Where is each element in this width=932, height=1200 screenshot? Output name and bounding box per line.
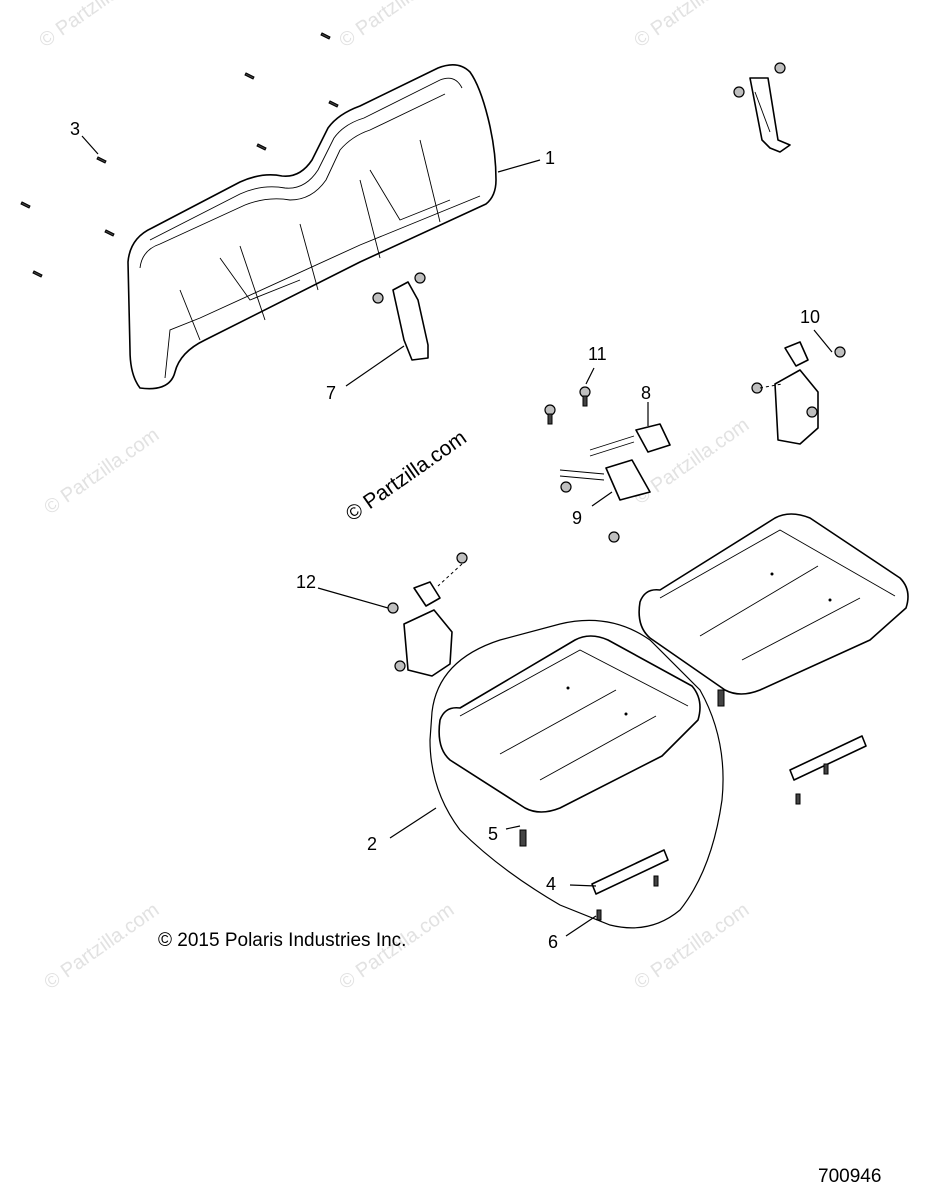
retractor-right bbox=[751, 341, 846, 445]
callout-4: 4 bbox=[546, 874, 556, 894]
watermark: © Partzilla.com bbox=[630, 0, 753, 52]
seat-back-part bbox=[127, 64, 497, 390]
callout-9: 9 bbox=[572, 508, 582, 528]
callout-2: 2 bbox=[367, 834, 377, 854]
nut-icon bbox=[806, 406, 818, 418]
callout-5: 5 bbox=[488, 824, 498, 844]
screw-icon bbox=[795, 793, 801, 805]
watermark: © Partzilla.com bbox=[40, 899, 163, 994]
nut-icon bbox=[733, 86, 745, 98]
bolt-icon bbox=[372, 292, 384, 304]
nut-icon bbox=[560, 481, 572, 493]
screws-group bbox=[20, 32, 339, 278]
nut-icon bbox=[414, 272, 426, 284]
watermark: © Partzilla.com bbox=[35, 0, 158, 52]
copyright-text: © 2015 Polaris Industries Inc. bbox=[158, 930, 406, 951]
callout-8: 8 bbox=[641, 383, 651, 403]
screw-icon bbox=[823, 763, 829, 775]
watermark: © Partzilla.com bbox=[630, 899, 753, 994]
callout-6: 6 bbox=[548, 932, 558, 952]
seat-bottoms bbox=[429, 513, 909, 929]
center-watermark: © Partzilla.com bbox=[342, 426, 471, 526]
callout-11: 11 bbox=[588, 344, 607, 364]
nut-icon bbox=[387, 602, 399, 614]
callouts: 1 2 3 4 5 6 7 8 9 10 11 12 bbox=[70, 119, 820, 952]
drawing-number: 700946 bbox=[818, 1166, 881, 1187]
callout-1: 1 bbox=[545, 148, 555, 168]
seat-belt-anchor bbox=[372, 272, 429, 361]
callout-7: 7 bbox=[326, 383, 336, 403]
retractor-left bbox=[387, 552, 468, 677]
bolt-icon bbox=[456, 552, 468, 564]
buckle-assembly bbox=[544, 386, 671, 543]
seat-belt-upper bbox=[733, 62, 791, 153]
callout-12: 12 bbox=[296, 572, 316, 592]
pin-icon bbox=[717, 689, 725, 707]
nut-icon bbox=[834, 346, 846, 358]
screw-icon bbox=[653, 875, 659, 887]
watermark: © Partzilla.com bbox=[40, 424, 163, 519]
brackets-and-pins bbox=[519, 689, 867, 921]
callout-10: 10 bbox=[800, 307, 820, 327]
nut-icon bbox=[608, 531, 620, 543]
watermark: © Partzilla.com bbox=[335, 0, 458, 52]
callout-3: 3 bbox=[70, 119, 80, 139]
screw-icon bbox=[596, 909, 602, 921]
leader-lines bbox=[81, 135, 833, 937]
nut-icon bbox=[394, 660, 406, 672]
pin-icon bbox=[519, 829, 527, 847]
bolt-icon bbox=[774, 62, 786, 74]
